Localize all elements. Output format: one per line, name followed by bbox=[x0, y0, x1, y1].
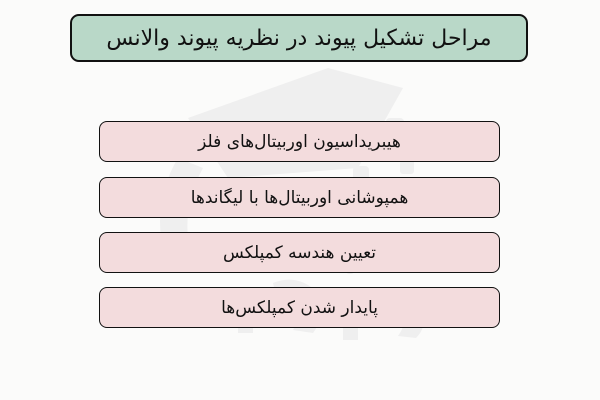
step-3-complex-geometry: تعیین هندسه کمپلکس bbox=[99, 232, 500, 273]
step-1-hybridization: هیبریداسیون اوربیتال‌های فلز bbox=[99, 121, 500, 162]
step-2-orbital-overlap: همپوشانی اوربیتال‌ها با لیگاندها bbox=[99, 177, 500, 218]
step-4-complex-stabilization: پایدار شدن کمپلکس‌ها bbox=[99, 287, 500, 328]
diagram-title: مراحل تشکیل پیوند در نظریه پیوند والانس bbox=[70, 14, 528, 62]
